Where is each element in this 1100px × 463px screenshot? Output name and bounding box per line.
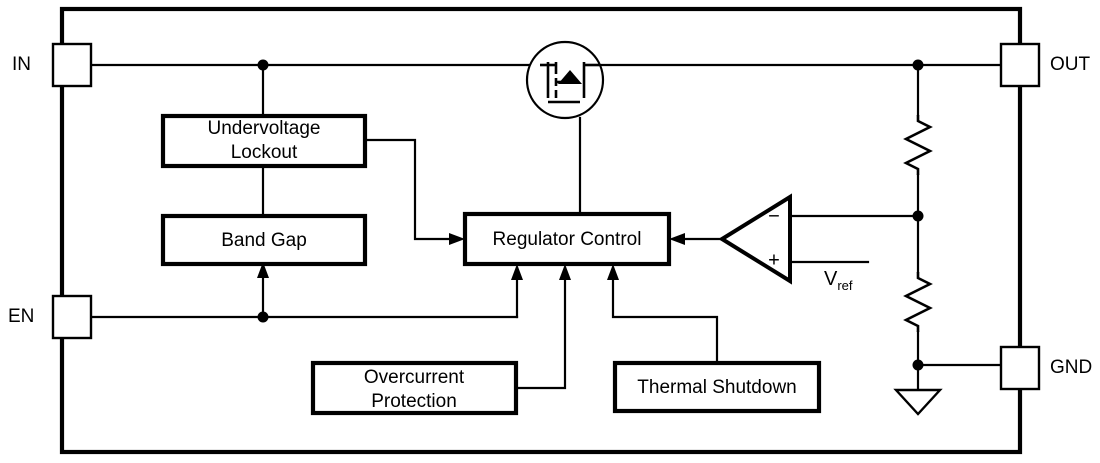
pin-label-gnd: GND bbox=[1050, 357, 1092, 378]
pin-label-en: EN bbox=[8, 306, 34, 327]
pin-box-out[interactable] bbox=[999, 42, 1041, 88]
arrowhead-en-to-regulator bbox=[511, 264, 523, 280]
pin-label-out: OUT bbox=[1050, 54, 1091, 75]
block-thermal-shutdown[interactable] bbox=[612, 360, 822, 414]
vref-label: Vref bbox=[824, 268, 853, 293]
ic-boundary-frame bbox=[59, 6, 1023, 455]
pin-box-in[interactable] bbox=[51, 42, 93, 88]
pin-box-gnd[interactable] bbox=[999, 345, 1041, 391]
feedback-resistor-upper bbox=[903, 115, 933, 175]
error-amplifier-body bbox=[718, 193, 792, 285]
arrowhead-thermal-to-regulator bbox=[607, 264, 619, 280]
ground-symbol bbox=[893, 388, 943, 416]
block-label-undervoltage-lockout-line2: Lockout bbox=[231, 142, 298, 163]
erroramp-plus-label: + bbox=[768, 249, 780, 271]
pin-box-en[interactable] bbox=[51, 294, 93, 340]
block-label-undervoltage-lockout-line1: Undervoltage bbox=[207, 118, 320, 139]
wire-ocp-to-regulator bbox=[514, 272, 567, 390]
junction-dot-en-tap bbox=[257, 311, 269, 323]
block-regulator-control[interactable] bbox=[462, 211, 672, 267]
erroramp-minus-label: − bbox=[768, 205, 780, 227]
block-undervoltage-lockout[interactable] bbox=[160, 113, 368, 169]
junction-dot-out-divider bbox=[912, 59, 924, 71]
pin-label-in: IN bbox=[12, 54, 31, 75]
arrowhead-ocp-to-regulator bbox=[559, 264, 571, 280]
mosfet-body-arrow bbox=[558, 70, 582, 84]
block-band-gap[interactable] bbox=[160, 213, 368, 267]
feedback-resistor-lower bbox=[903, 272, 933, 332]
junction-dot-ground-node bbox=[912, 359, 924, 371]
block-label-thermal-shutdown: Thermal Shutdown bbox=[637, 377, 796, 398]
block-label-overcurrent-protection-line2: Protection bbox=[371, 391, 457, 412]
vref-letter: V bbox=[824, 268, 838, 290]
block-label-band-gap: Band Gap bbox=[221, 230, 307, 251]
block-label-regulator-control: Regulator Control bbox=[493, 229, 642, 250]
wire-uvlo-to-regulator bbox=[363, 138, 457, 241]
arrowhead-uvlo-to-regulator bbox=[449, 233, 465, 245]
junction-dot-feedback-tap bbox=[912, 210, 924, 222]
block-overcurrent-protection[interactable] bbox=[310, 360, 519, 416]
junction-dot-in-tap bbox=[257, 59, 269, 71]
block-label-overcurrent-protection-line1: Overcurrent bbox=[364, 367, 465, 388]
vref-subscript: ref bbox=[837, 278, 853, 293]
wire-thermal-to-regulator bbox=[611, 272, 719, 365]
arrowhead-en-to-bandgap bbox=[257, 262, 269, 278]
arrowhead-erroramp-to-regulator bbox=[669, 233, 685, 245]
